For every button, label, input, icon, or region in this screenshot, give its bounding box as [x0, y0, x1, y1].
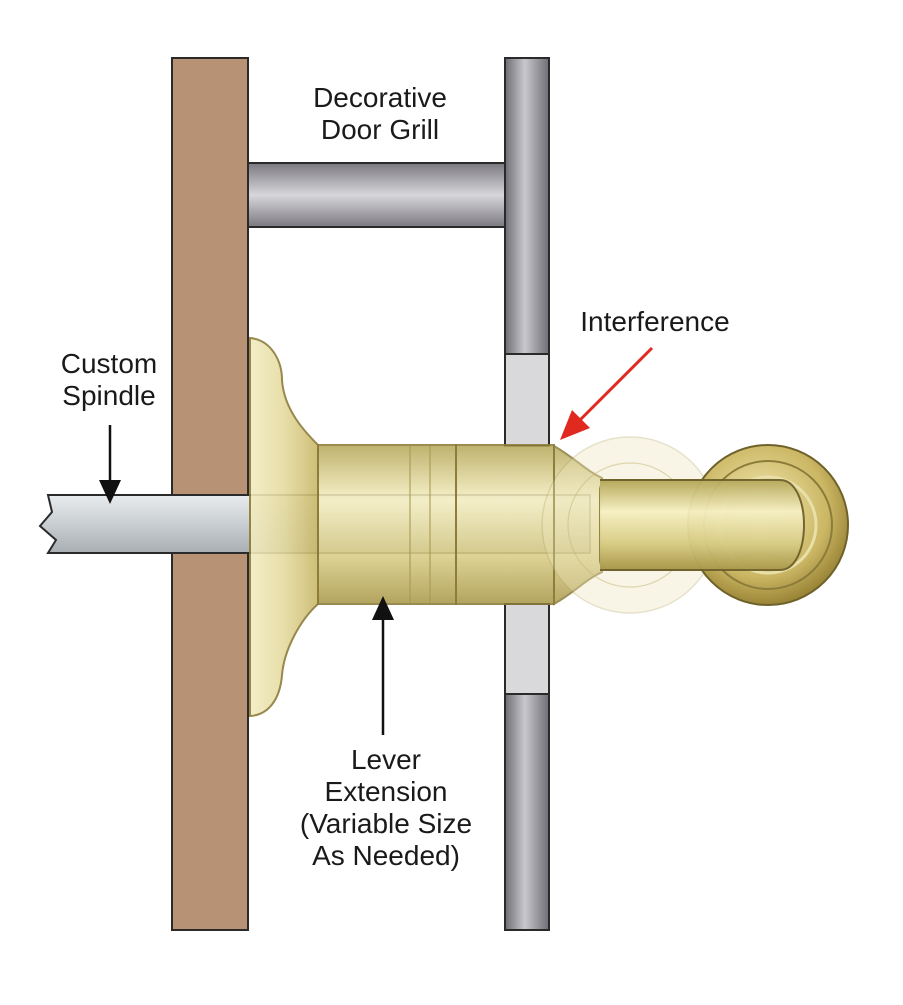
grill-upright-top — [504, 57, 550, 355]
grill-upright-cut-bottom — [504, 603, 550, 695]
lever-collar — [553, 444, 603, 606]
lever-body — [455, 444, 555, 605]
extension-arrowhead — [372, 596, 394, 620]
label-lever-extension: Lever Extension (Variable Size As Needed… — [299, 744, 473, 871]
grill-standoff — [247, 162, 506, 228]
interference-arrowhead — [560, 410, 590, 440]
grill-upright-bottom — [504, 693, 550, 931]
label-custom-spindle: Custom Spindle — [60, 348, 158, 411]
grill-upright-cut-top — [504, 353, 550, 447]
lever-rosette — [249, 336, 319, 718]
label-interference: Interference — [580, 306, 730, 337]
lever-extension — [317, 444, 457, 605]
spindle-arrowhead — [99, 480, 121, 504]
label-decorative-door-grill: Decorative Door Grill — [313, 82, 447, 145]
interference-arrow-line — [578, 346, 654, 422]
